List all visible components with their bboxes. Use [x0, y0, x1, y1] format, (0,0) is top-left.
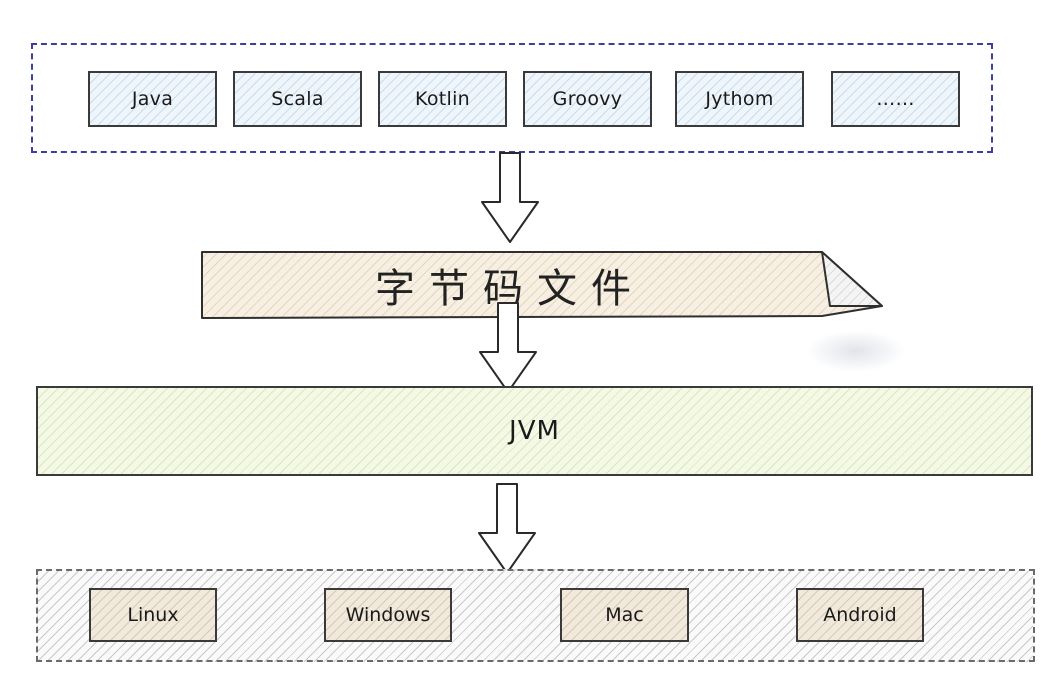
down-arrow-icon: [479, 302, 537, 393]
platform-box-linux: Linux: [89, 588, 217, 642]
down-arrow-icon: [478, 483, 536, 574]
language-box-groovy: Groovy: [523, 71, 652, 127]
language-box-more: ……: [831, 71, 960, 127]
platform-label: Linux: [127, 604, 179, 626]
platform-label: Windows: [345, 604, 431, 626]
language-box-jythom: Jythom: [675, 71, 804, 127]
platform-box-android: Android: [796, 588, 924, 642]
language-label: Groovy: [552, 88, 623, 110]
platform-label: Android: [823, 604, 897, 626]
jvm-box: JVM: [36, 386, 1033, 476]
bytecode-file-shape: [201, 251, 883, 319]
platform-label: Mac: [605, 604, 644, 626]
language-label: Jythom: [705, 88, 774, 110]
language-label: ……: [876, 88, 915, 110]
down-arrow-icon: [481, 152, 539, 243]
language-box-kotlin: Kotlin: [378, 71, 507, 127]
platform-box-windows: Windows: [324, 588, 452, 642]
platform-box-mac: Mac: [560, 588, 689, 642]
language-label: Scala: [271, 88, 324, 110]
language-box-java: Java: [88, 71, 217, 127]
blur-artifact: [806, 330, 906, 372]
language-label: Java: [131, 88, 174, 110]
language-label: Kotlin: [415, 88, 470, 110]
jvm-label: JVM: [509, 416, 560, 446]
language-box-scala: Scala: [233, 71, 362, 127]
